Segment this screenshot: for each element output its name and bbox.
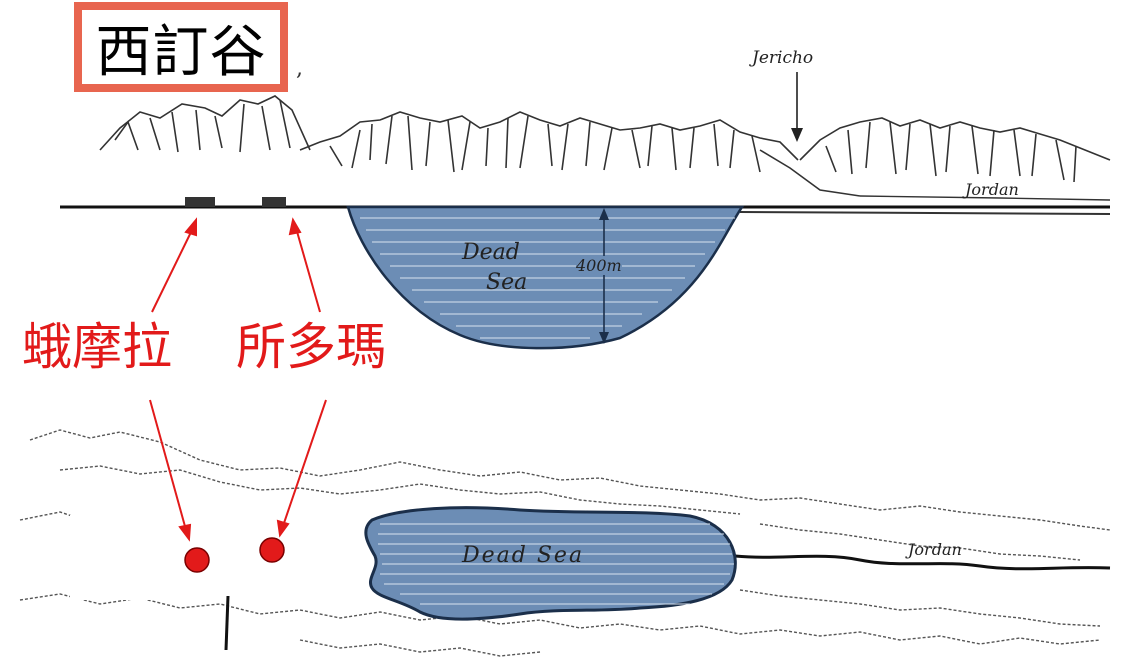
gomorrah-marker (184, 547, 210, 573)
jordan-river-plan (734, 554, 1111, 571)
mountain-range (99, 95, 1111, 197)
gomorrah-label: 蛾摩拉 (22, 318, 172, 376)
sodom-label: 所多瑪 (236, 318, 386, 376)
depth-arrow-head-top (599, 208, 609, 220)
jordan-river-line-top (739, 211, 1111, 215)
depth-label: 400m (576, 256, 622, 275)
jericho-label: Jericho (752, 48, 814, 68)
sea-plan-hatching (378, 523, 734, 605)
sodom-marker (259, 537, 285, 563)
map-title: 西訂谷 (82, 10, 280, 85)
dead-sea-top-label-line2: Sea (486, 270, 528, 295)
jordan-bank-top (859, 195, 1111, 201)
dead-sea-top-label-line1: Dead (462, 240, 520, 265)
jordan-label-top: Jordan (965, 180, 1019, 199)
sodom-ruin-top (262, 197, 286, 207)
dead-sea-bottom-label: Dead Sea (462, 543, 585, 568)
gomorrah-ruin-top (185, 197, 215, 207)
sea-profile-hatching (360, 217, 735, 339)
annotation-arrows (149, 217, 327, 542)
river-stub (224, 595, 230, 651)
title-box: 西訂谷 (74, 2, 288, 92)
jordan-label-bottom: Jordan (908, 540, 962, 559)
depth-arrow-head-bottom (599, 332, 609, 344)
title-comma-mark: , (296, 56, 303, 81)
jericho-pointer-head (791, 128, 803, 142)
dead-sea-plan (364, 506, 737, 621)
